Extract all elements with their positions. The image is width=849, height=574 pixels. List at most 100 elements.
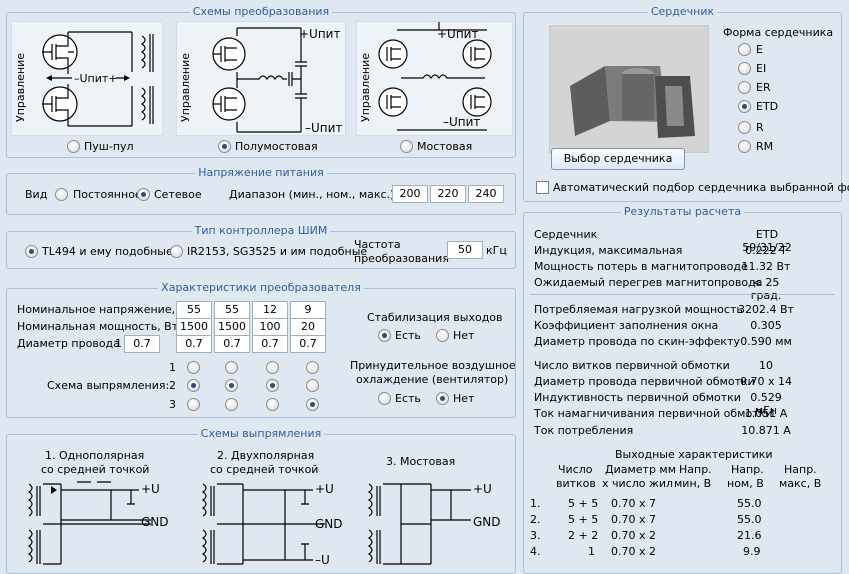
result-value: 11.32 Вт: [741, 260, 791, 273]
power-input-1[interactable]: 1500: [176, 318, 212, 336]
halfbridge-label[interactable]: Полумостовая: [235, 140, 318, 153]
wire-input-2[interactable]: 0.7: [214, 335, 250, 353]
halfbridge-radio[interactable]: [218, 140, 231, 153]
pwm-ir2153-label[interactable]: IR2153, SG3525 и им подобные: [187, 245, 368, 258]
core-form-rm-label[interactable]: RM: [756, 140, 774, 153]
stabilization-yes-radio[interactable]: [378, 329, 391, 342]
outputs-title: Выходные характеристики: [615, 448, 773, 461]
wire-input-3[interactable]: 0.7: [252, 335, 288, 353]
pwm-tl494-label[interactable]: TL494 и ему подобные: [42, 245, 173, 258]
output-row-turns: 5 + 5: [568, 497, 599, 510]
bridge-label[interactable]: Мостовая: [417, 140, 473, 153]
output-row-num: 3.: [530, 529, 541, 542]
rectifier-schemes-group: Схемы выпрямления 1. Однополярная со сре…: [6, 427, 516, 574]
fan-yes-label[interactable]: Есть: [395, 392, 421, 405]
result-label: Ток намагничивания первичной обмотки: [534, 407, 773, 420]
bridge-schematic: Управление +Uпит –Uпит: [356, 21, 513, 136]
core-form-etd-radio[interactable]: [738, 100, 751, 113]
rect-radio-r3-c2[interactable]: [225, 398, 238, 411]
rect-radio-r2-c4[interactable]: [306, 379, 319, 392]
core-form-e-radio[interactable]: [738, 43, 751, 56]
core-form-ei-label[interactable]: EI: [756, 62, 767, 75]
rectifier-2-title: 2. Двухполярная: [217, 449, 315, 462]
power-label: Номинальная мощность, Вт: [17, 320, 179, 333]
supply-dc-radio[interactable]: [55, 188, 68, 201]
supply-ac-label[interactable]: Сетевое: [154, 188, 202, 201]
pushpull-label[interactable]: Пуш-пул: [84, 140, 134, 153]
wire-input-4[interactable]: 0.7: [290, 335, 326, 353]
result-value: ETD 59/31/22: [742, 228, 792, 254]
pushpull-radio[interactable]: [67, 140, 80, 153]
col-vnom-h1: Напр.: [731, 463, 764, 476]
output-row-num: 4.: [530, 545, 541, 558]
rect-radio-r1-c2[interactable]: [225, 361, 238, 374]
output-row-vnom: 55.0: [737, 497, 762, 510]
result-label: Диаметр провода первичной обмотки: [534, 375, 755, 388]
result-label: Мощность потерь в магнитопроводе: [534, 260, 748, 273]
bridge-radio[interactable]: [400, 140, 413, 153]
rect-radio-r2-c3[interactable]: [266, 379, 279, 392]
rect-radio-r3-c3[interactable]: [266, 398, 279, 411]
pushpull-supply-text: –Uпит+: [74, 72, 118, 85]
result-value: 1.051 А: [744, 407, 788, 420]
rect-radio-r2-c1[interactable]: [187, 379, 200, 392]
fan-no-label[interactable]: Нет: [453, 392, 475, 405]
core-image: [549, 25, 709, 153]
power-input-3[interactable]: 100: [252, 318, 288, 336]
result-label: Ожидаемый перегрев магнитопровода: [534, 276, 763, 289]
output-row-turns: 5 + 5: [568, 513, 599, 526]
bridge-circuit-drawing: +Uпит –Uпит: [378, 22, 492, 131]
supply-nom-input[interactable]: 220: [430, 185, 466, 203]
rect-row-3-label: 3: [169, 398, 176, 411]
core-form-r-radio[interactable]: [738, 121, 751, 134]
fan-no-radio[interactable]: [436, 392, 449, 405]
rectifier-2-gnd-text: GND: [315, 517, 343, 531]
select-core-button[interactable]: Выбор сердечника: [551, 148, 685, 170]
voltage-input-3[interactable]: 12: [252, 301, 288, 319]
fan-yes-radio[interactable]: [378, 392, 391, 405]
rect-radio-r3-c1[interactable]: [187, 398, 200, 411]
stabilization-yes-label[interactable]: Есть: [395, 329, 421, 342]
bridge-plus-text: +Uпит: [437, 27, 478, 41]
core-group: Сердечник Форма сердечника E EI ER ETD R…: [523, 5, 849, 202]
voltage-input-4[interactable]: 9: [290, 301, 326, 319]
result-label: Индуктивность первичной обмотки: [534, 391, 741, 404]
core-form-ei-radio[interactable]: [738, 62, 751, 75]
results-title: Результаты расчета: [620, 205, 745, 218]
rect-radio-r1-c3[interactable]: [266, 361, 279, 374]
col-turns-h2: витков: [556, 477, 596, 490]
pwm-tl494-radio[interactable]: [25, 245, 38, 258]
auto-core-checkbox[interactable]: [536, 181, 549, 194]
core-form-etd-label[interactable]: ETD: [756, 100, 779, 113]
rect-radio-r1-c4[interactable]: [306, 361, 319, 374]
core-form-er-label[interactable]: ER: [756, 81, 771, 94]
auto-core-label[interactable]: Автоматический подбор сердечника выбранн…: [553, 181, 849, 194]
pwm-ir2153-radio[interactable]: [170, 245, 183, 258]
rect-radio-r1-c1[interactable]: [187, 361, 200, 374]
supply-dc-label[interactable]: Постоянное: [73, 188, 142, 201]
power-input-2[interactable]: 1500: [214, 318, 250, 336]
core-form-er-radio[interactable]: [738, 81, 751, 94]
result-value: 0.305: [750, 319, 782, 332]
stabilization-no-radio[interactable]: [436, 329, 449, 342]
supply-ac-radio[interactable]: [137, 188, 150, 201]
col-wire-h1: Диаметр мм: [605, 463, 677, 476]
core-form-label: Форма сердечника: [723, 26, 834, 39]
voltage-input-1[interactable]: 55: [176, 301, 212, 319]
output-row-num: 1.: [530, 497, 541, 510]
core-form-r-label[interactable]: R: [756, 121, 764, 134]
frequency-input[interactable]: 50: [447, 241, 483, 259]
power-input-4[interactable]: 20: [290, 318, 326, 336]
rectifier-1-subtitle: со средней точкой: [41, 463, 150, 476]
core-form-rm-radio[interactable]: [738, 140, 751, 153]
supply-max-input[interactable]: 240: [468, 185, 504, 203]
supply-min-input[interactable]: 200: [392, 185, 428, 203]
rect-radio-r2-c2[interactable]: [225, 379, 238, 392]
stabilization-no-label[interactable]: Нет: [453, 329, 475, 342]
wire-primary-input[interactable]: 0.7: [124, 335, 160, 353]
voltage-input-2[interactable]: 55: [214, 301, 250, 319]
wire-input-1[interactable]: 0.7: [176, 335, 212, 353]
rectifier-3-gnd-text: GND: [473, 515, 501, 529]
rect-radio-r3-c4[interactable]: [306, 398, 319, 411]
core-form-e-label[interactable]: E: [756, 43, 763, 56]
